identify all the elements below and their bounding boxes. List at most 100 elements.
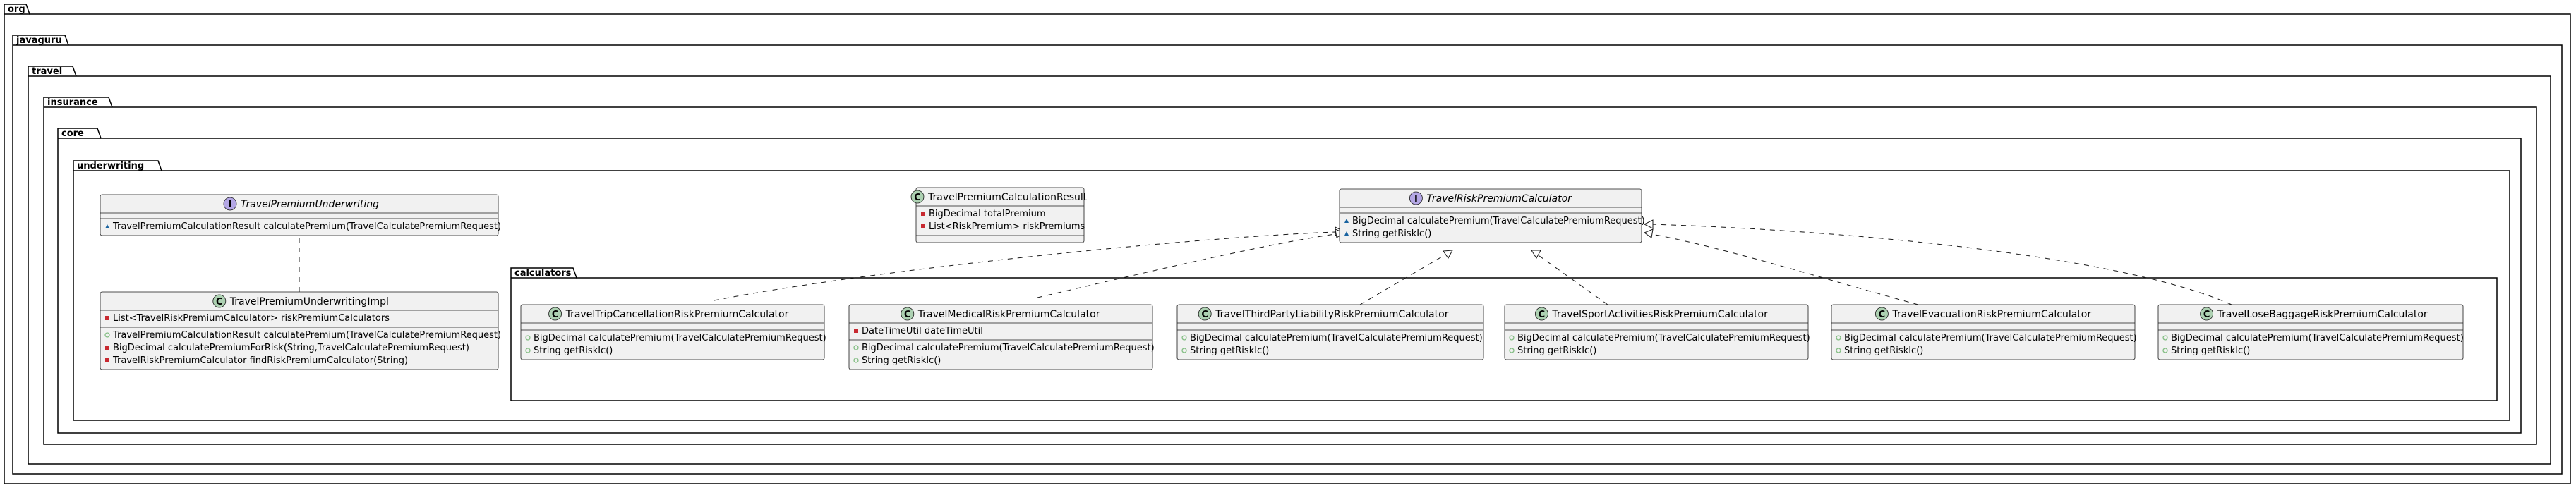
class-box [2157, 304, 2464, 360]
class-method: String getRiskIc() [1190, 346, 1269, 356]
arrowhead-evac [1643, 228, 1654, 238]
class-method: String getRiskIc() [862, 355, 941, 366]
class-medical-calculator: TravelMedicalRiskPremiumCalculator C DateT… [848, 304, 1155, 370]
private-visibility-icon [105, 346, 109, 350]
package-core: core [57, 128, 2522, 434]
public-visibility-icon [525, 335, 531, 341]
class-field: List<RiskPremium> riskPremiums [929, 221, 1085, 232]
class-name: TravelPremiumUnderwritingImpl [229, 296, 389, 307]
package-visibility-icon [1344, 219, 1349, 223]
class-travel-risk-premium-calculator: TravelRiskPremiumCalculator I BigDecimal c… [1339, 188, 1645, 243]
package-visibility-icon [1344, 231, 1349, 236]
class-method: TravelPremiumCalculationResult calculate… [112, 330, 501, 341]
class-name: TravelMedicalRiskPremiumCalculator [917, 309, 1100, 320]
class-travel-premium-calculation-result: TravelPremiumCalculationResultCBigDecima… [910, 187, 1088, 243]
arrowhead-baggage [1643, 219, 1654, 229]
stereotype-letter: I [229, 200, 232, 210]
public-visibility-icon [1836, 335, 1841, 341]
interface-stereotype-icon [1409, 191, 1423, 205]
class-travel-premium-underwriting-impl: TravelPremiumUnderwritingImplCList<Trave… [100, 291, 501, 370]
class-method: BigDecimal calculatePremium(TravelCalcul… [862, 343, 1155, 353]
class-box [1831, 304, 2136, 360]
relations [299, 224, 2232, 305]
private-visibility-icon [921, 224, 925, 228]
public-visibility-icon [1836, 348, 1841, 353]
package-label-javaguru: javaguru [16, 35, 62, 46]
public-visibility-icon [1181, 335, 1187, 341]
class-lose-baggage-calculator: TravelLoseBaggageRiskPremiumCalculatorCB… [2157, 304, 2464, 360]
arrowhead-thirdparty [1443, 250, 1453, 259]
class-method: String getRiskIc() [534, 346, 613, 356]
package-visibility-icon [105, 224, 109, 228]
class-box [100, 194, 499, 236]
class-name: TravelThirdPartyLiabilityRiskPremiumCalc… [1215, 309, 1449, 320]
classes-layer: TravelPremiumUnderwriting I TravelPremiumC… [100, 187, 2464, 370]
stereotype-letter: I [1414, 194, 1418, 205]
class-name: TravelEvacuationRiskPremiumCalculator [1891, 309, 2091, 320]
private-visibility-icon [105, 358, 109, 362]
class-box [100, 291, 499, 370]
class-field: BigDecimal totalPremium [929, 209, 1046, 219]
class-stereotype-icon [1534, 307, 1548, 321]
class-method: BigDecimal calculatePremiumForRisk(Strin… [113, 343, 469, 353]
realization-trip-to-risk-iface [714, 231, 1336, 301]
package-label-calculators: calculators [514, 268, 572, 279]
package-insurance: insurance [43, 97, 2537, 445]
stereotype-letter: C [552, 310, 559, 320]
class-method: BigDecimal calculatePremium(TravelCalcul… [1844, 333, 2137, 343]
class-method: BigDecimal calculatePremium(TravelCalcul… [534, 333, 826, 343]
class-box [848, 304, 1153, 370]
package-label-org: org [8, 4, 25, 15]
class-third-party-liability-calculator: TravelThirdPartyLiabilityRiskPremiumCalc… [1176, 304, 1484, 360]
realization-thirdparty-to-risk-iface [1359, 253, 1448, 305]
public-visibility-icon [853, 358, 859, 363]
public-visibility-icon [525, 348, 531, 353]
public-visibility-icon [104, 332, 110, 338]
stereotype-letter: C [2203, 310, 2210, 320]
class-box [915, 187, 1085, 243]
private-visibility-icon [854, 329, 858, 333]
class-box [1176, 304, 1484, 360]
class-method: String getRiskIc() [1352, 228, 1431, 239]
class-stereotype-icon [212, 294, 227, 308]
package-label-underwriting: underwriting [77, 161, 144, 171]
public-visibility-icon [1509, 335, 1515, 341]
class-name: TravelLoseBaggageRiskPremiumCalculator [2217, 309, 2428, 320]
public-visibility-icon [1509, 348, 1515, 353]
class-method: String getRiskIc() [1517, 346, 1596, 356]
stereotype-letter: C [914, 193, 921, 203]
class-method: BigDecimal calculatePremium(TravelCalcul… [1352, 216, 1645, 226]
public-visibility-icon [853, 345, 859, 350]
class-name: TravelPremiumUnderwriting [241, 199, 379, 210]
private-visibility-icon [105, 316, 109, 320]
class-trip-cancellation-calculator: TravelTripCancellationRiskPremiumCalcula… [520, 304, 826, 360]
class-box [520, 304, 825, 360]
arrowhead-sport [1531, 250, 1541, 259]
package-underwriting: underwriting [73, 160, 2510, 421]
public-visibility-icon [2162, 348, 2168, 353]
package-org: org [4, 4, 2571, 484]
public-visibility-icon [1181, 348, 1187, 353]
class-evacuation-calculator: TravelEvacuationRiskPremiumCalculatorCBi… [1831, 304, 2137, 360]
class-stereotype-icon [548, 307, 562, 321]
package-travel: travel [28, 66, 2551, 465]
class-stereotype-icon [1198, 307, 1212, 321]
class-name: TravelRiskPremiumCalculator [1426, 193, 1572, 205]
interface-stereotype-icon [223, 197, 237, 211]
package-label-travel: travel [32, 66, 62, 77]
private-visibility-icon [921, 212, 925, 216]
stereotype-letter: C [904, 310, 911, 320]
class-stereotype-icon [2200, 307, 2214, 321]
realization-sport-to-risk-iface [1536, 253, 1608, 305]
class-name: TravelSportActivitiesRiskPremiumCalculat… [1551, 309, 1768, 320]
realization-evac-to-risk-iface [1651, 233, 1919, 305]
realization-baggage-to-risk-iface [1651, 224, 2232, 305]
class-field: DateTimeUtil dateTimeUtil [862, 326, 983, 336]
public-visibility-icon [2162, 335, 2168, 341]
package-javaguru: javaguru [12, 35, 2563, 475]
package-calculators: calculators [510, 267, 2498, 401]
class-stereotype-icon [901, 307, 915, 321]
class-method: BigDecimal calculatePremium(TravelCalcul… [1517, 333, 1810, 343]
class-method: BigDecimal calculatePremium(TravelCalcul… [1190, 333, 1483, 343]
